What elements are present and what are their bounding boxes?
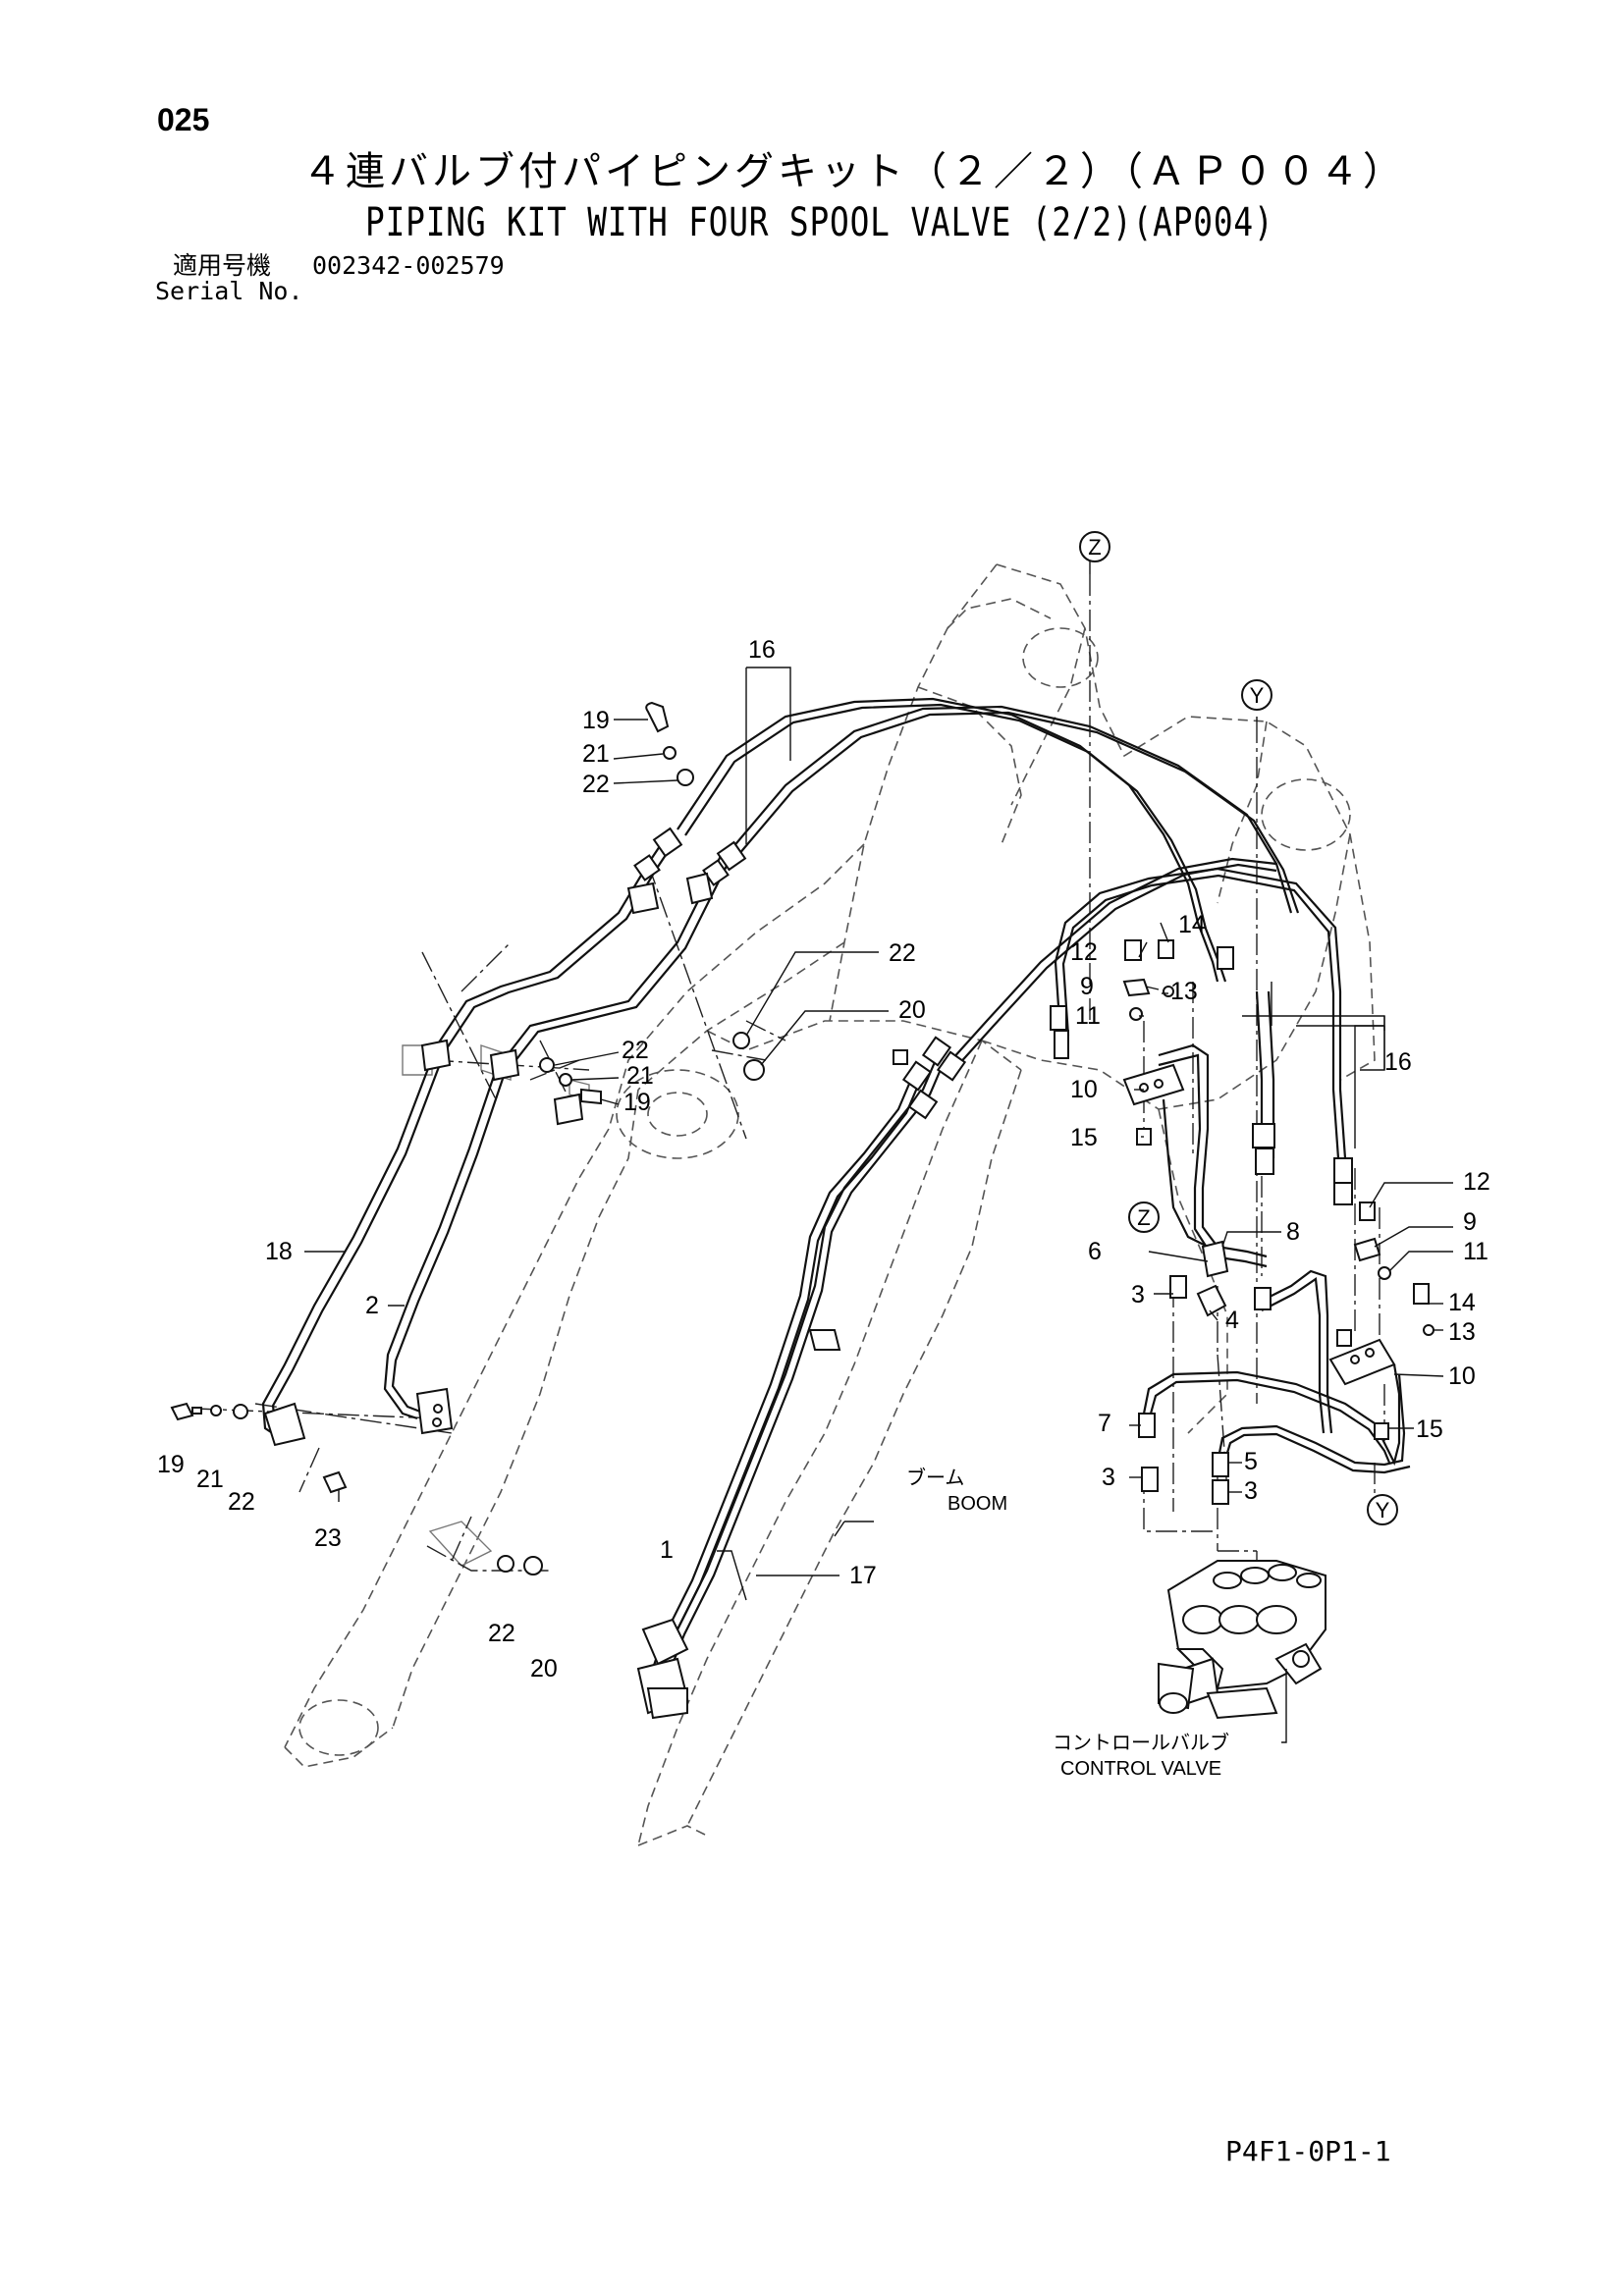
serial-label-japanese: 適用号機 bbox=[173, 251, 272, 280]
callout-19: 19 bbox=[623, 1089, 651, 1116]
page-title-english: PIPING KIT WITH FOUR SPOOL VALVE (2/2)(A… bbox=[365, 200, 1274, 245]
callout-16: 16 bbox=[748, 636, 776, 664]
svg-text:Y: Y bbox=[1250, 683, 1265, 708]
callout-15: 15 bbox=[1070, 1124, 1098, 1151]
callout-22: 22 bbox=[889, 939, 916, 967]
callout-22: 22 bbox=[228, 1488, 255, 1516]
callout-19: 19 bbox=[582, 707, 610, 734]
callout-9: 9 bbox=[1463, 1208, 1477, 1236]
callout-21: 21 bbox=[626, 1062, 654, 1090]
callout-20: 20 bbox=[898, 996, 926, 1024]
callout-5: 5 bbox=[1244, 1448, 1258, 1475]
control-valve bbox=[1158, 1560, 1326, 1720]
callout-6: 6 bbox=[1088, 1238, 1102, 1265]
callout-10: 10 bbox=[1448, 1362, 1476, 1390]
callout-22: 22 bbox=[582, 771, 610, 798]
ref-marker-y-bottom: Y bbox=[1367, 1494, 1398, 1525]
ref-marker-y-top: Y bbox=[1241, 679, 1272, 711]
ref-marker-z-top: Z bbox=[1079, 531, 1110, 562]
page-number: 025 bbox=[157, 102, 210, 137]
callout-8: 8 bbox=[1286, 1218, 1300, 1246]
callout-16: 16 bbox=[1384, 1048, 1412, 1076]
page-title-japanese: ４連バルブ付パイピングキット（２／２）（ＡＰ００４） bbox=[302, 149, 1406, 194]
callout-23: 23 bbox=[314, 1524, 342, 1552]
callout-11: 11 bbox=[1075, 1002, 1101, 1030]
control-valve-label-en: CONTROL VALVE bbox=[1060, 1758, 1221, 1780]
callout-numbers: 16 19 21 22 22 20 22 21 19 18 2 19 21 22… bbox=[157, 636, 1490, 1682]
callout-12: 12 bbox=[1070, 938, 1098, 966]
callout-13: 13 bbox=[1170, 978, 1198, 1005]
callout-22: 22 bbox=[622, 1037, 649, 1064]
leader-lines bbox=[304, 550, 1453, 1743]
svg-text:Z: Z bbox=[1088, 535, 1101, 560]
svg-text:Z: Z bbox=[1137, 1205, 1150, 1230]
callout-3: 3 bbox=[1102, 1464, 1115, 1491]
callout-12: 12 bbox=[1463, 1168, 1490, 1196]
ref-marker-z-mid: Z bbox=[1128, 1201, 1160, 1233]
callout-1: 1 bbox=[660, 1536, 674, 1564]
serial-label-english: Serial No. bbox=[155, 277, 303, 305]
boom-label-jp: ブーム bbox=[906, 1466, 964, 1489]
callout-21: 21 bbox=[196, 1466, 224, 1493]
callout-14: 14 bbox=[1448, 1289, 1476, 1316]
callout-3: 3 bbox=[1131, 1281, 1145, 1308]
callout-2: 2 bbox=[365, 1292, 379, 1319]
callout-15: 15 bbox=[1416, 1415, 1443, 1443]
control-valve-label-jp: コントロールバルブ bbox=[1053, 1731, 1229, 1754]
callout-17: 17 bbox=[849, 1562, 877, 1589]
callout-11: 11 bbox=[1463, 1238, 1489, 1265]
callout-19: 19 bbox=[157, 1451, 185, 1478]
fittings bbox=[170, 701, 1435, 1720]
callout-22: 22 bbox=[488, 1620, 515, 1647]
callout-13: 13 bbox=[1448, 1318, 1476, 1346]
hydraulic-pipes bbox=[261, 697, 1411, 1709]
svg-text:Y: Y bbox=[1376, 1498, 1390, 1522]
callout-4: 4 bbox=[1225, 1307, 1239, 1334]
callout-20: 20 bbox=[530, 1655, 558, 1682]
callout-7: 7 bbox=[1098, 1410, 1111, 1437]
document-code: P4F1-0P1-1 bbox=[1225, 2135, 1391, 2167]
callout-9: 9 bbox=[1080, 973, 1094, 1000]
callout-14: 14 bbox=[1178, 911, 1206, 938]
boom-label-en: BOOM bbox=[947, 1493, 1007, 1515]
callout-10: 10 bbox=[1070, 1076, 1098, 1103]
callout-3: 3 bbox=[1244, 1477, 1258, 1505]
serial-range: 002342-002579 bbox=[312, 251, 505, 280]
callout-18: 18 bbox=[265, 1238, 293, 1265]
callout-21: 21 bbox=[582, 740, 610, 768]
